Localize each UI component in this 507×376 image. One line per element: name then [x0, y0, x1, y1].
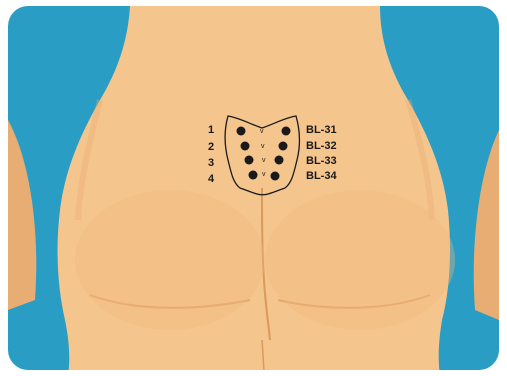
- left-number-4: 4: [208, 173, 215, 185]
- point-left-4: [249, 171, 258, 180]
- label-bl-32: BL-32: [306, 140, 337, 152]
- point-left-2: [241, 142, 250, 151]
- point-right-2: [279, 142, 288, 151]
- point-left-1: [237, 127, 246, 136]
- label-bl-34: BL-34: [306, 170, 337, 182]
- vertebra-marker-2: v: [261, 143, 265, 150]
- point-right-1: [282, 127, 291, 136]
- label-bl-33: BL-33: [306, 155, 337, 167]
- point-left-3: [245, 156, 254, 165]
- vertebra-marker-3: v: [262, 157, 266, 164]
- vertebra-marker-1: v: [260, 128, 264, 135]
- right-buttock-shade: [265, 190, 455, 330]
- vertebra-marker-4: v: [262, 171, 266, 178]
- point-right-3: [275, 156, 284, 165]
- point-right-4: [271, 172, 280, 181]
- left-number-3: 3: [208, 157, 214, 169]
- left-buttock-shade: [75, 190, 265, 330]
- left-number-2: 2: [208, 141, 214, 153]
- left-number-1: 1: [208, 124, 214, 136]
- label-bl-31: BL-31: [306, 124, 337, 136]
